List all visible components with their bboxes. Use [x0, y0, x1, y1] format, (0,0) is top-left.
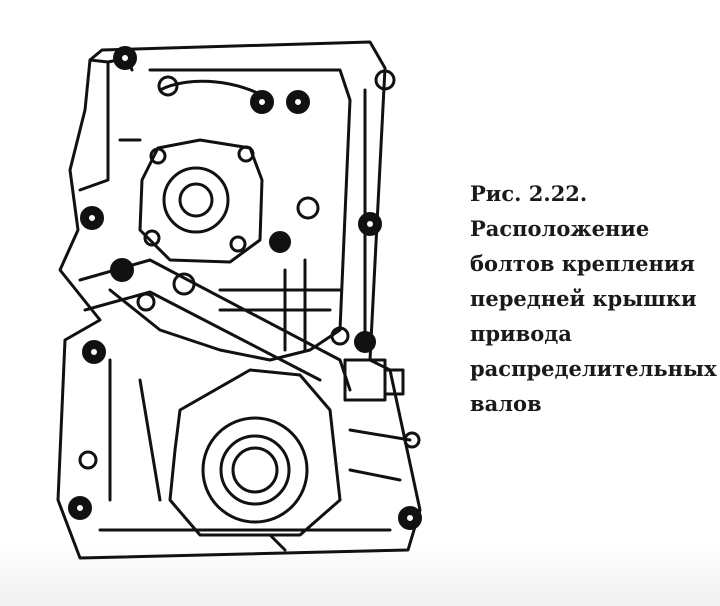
- caption-line: распределительных: [470, 356, 717, 381]
- timing-cover-drawing-icon: [56, 40, 422, 560]
- figure-caption: Рис. 2.22. Расположение болтов крепления…: [470, 176, 718, 421]
- caption-figure-number: Рис. 2.22.: [470, 181, 588, 206]
- caption-line: передней крышки: [470, 286, 697, 311]
- caption-line: Расположение: [470, 216, 650, 241]
- caption-line: болтов крепления: [470, 251, 695, 276]
- timing-cover-illustration: [40, 30, 460, 575]
- caption-line: привода: [470, 321, 572, 346]
- caption-line: валов: [470, 391, 542, 416]
